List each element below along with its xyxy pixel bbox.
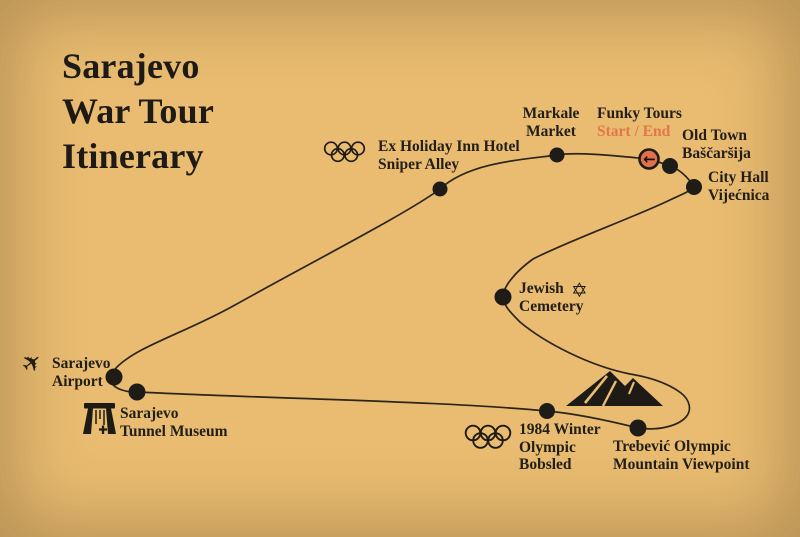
stop-label-trebevic-viewpoint: Trebević Olympic Mountain Viewpoint [613,438,750,473]
stop-dot-olympic-bobsled [539,403,555,419]
stop-label-sarajevo-airport: Sarajevo Airport [52,355,111,390]
stop-label-funky-tours: Funky Tours Start / End [597,105,682,140]
start-arrow-left-icon: ← [643,150,656,168]
stop-label-olympic-bobsled: 1984 Winter Olympic Bobsled [519,421,601,473]
olympic-rings-icon [323,141,366,163]
stop-dot-old-town [662,158,678,174]
stop-dot-city-hall [686,179,702,195]
stop-dot-trebevic-viewpoint [629,419,647,437]
tunnel-icon [83,403,116,434]
start-end-text: Start / End [597,122,671,140]
start-end-marker [638,148,660,170]
stop-dot-jewish-cemetery [494,288,512,306]
stop-dot-sarajevo-airport [105,368,123,386]
stop-dot-markale-market [549,147,565,163]
page-title: Sarajevo War Tour Itinerary [62,46,214,176]
stop-dot-ex-holiday-inn [432,181,448,197]
stop-dot-tunnel-museum [128,383,146,401]
stop-label-markale-market: Markale Market [522,105,580,140]
stop-label-jewish-cemetery: Jewish Cemetery [519,280,584,315]
stop-label-old-town: Old Town Baščaršija [682,127,751,162]
stop-label-city-hall: City Hall Vijećnica [708,169,770,204]
olympic-rings-icon [464,424,512,449]
mountain-icon [566,371,663,407]
stop-label-tunnel-museum: Sarajevo Tunnel Museum [120,405,228,440]
stop-label-ex-holiday-inn: Ex Holiday Inn Hotel Sniper Alley [378,138,520,173]
star-of-david-icon: ✡ [571,278,588,302]
